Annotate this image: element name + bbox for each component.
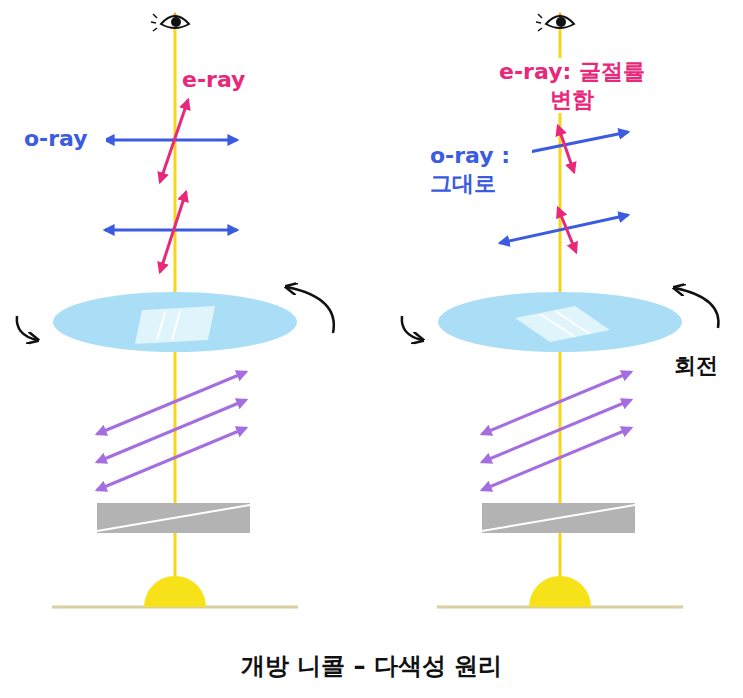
e-ray-label: e-ray bbox=[180, 66, 274, 94]
rotation-arrow bbox=[402, 316, 422, 340]
rotation-label: 회전 bbox=[672, 352, 736, 380]
e-ray-label: e-ray: 굴절률 변함 bbox=[495, 58, 649, 113]
o-ray-label: o-ray bbox=[22, 125, 106, 153]
o-ray-arrow bbox=[105, 139, 237, 142]
rotation-arrow bbox=[287, 287, 334, 333]
diagram-title: 개방 니콜 – 다색성 원리 bbox=[0, 650, 743, 682]
o-ray-label: o-ray : 그대로 bbox=[428, 142, 532, 197]
e-ray-arrow bbox=[160, 192, 186, 272]
crystal bbox=[515, 306, 610, 342]
e-ray-arrow bbox=[558, 208, 576, 252]
rotation-arrow bbox=[17, 316, 37, 340]
crystal bbox=[135, 306, 215, 344]
e-ray-arrow bbox=[558, 126, 574, 172]
rotation-arrow bbox=[675, 288, 718, 328]
o-ray-arrow bbox=[105, 229, 237, 232]
e-ray-arrow bbox=[160, 100, 188, 182]
